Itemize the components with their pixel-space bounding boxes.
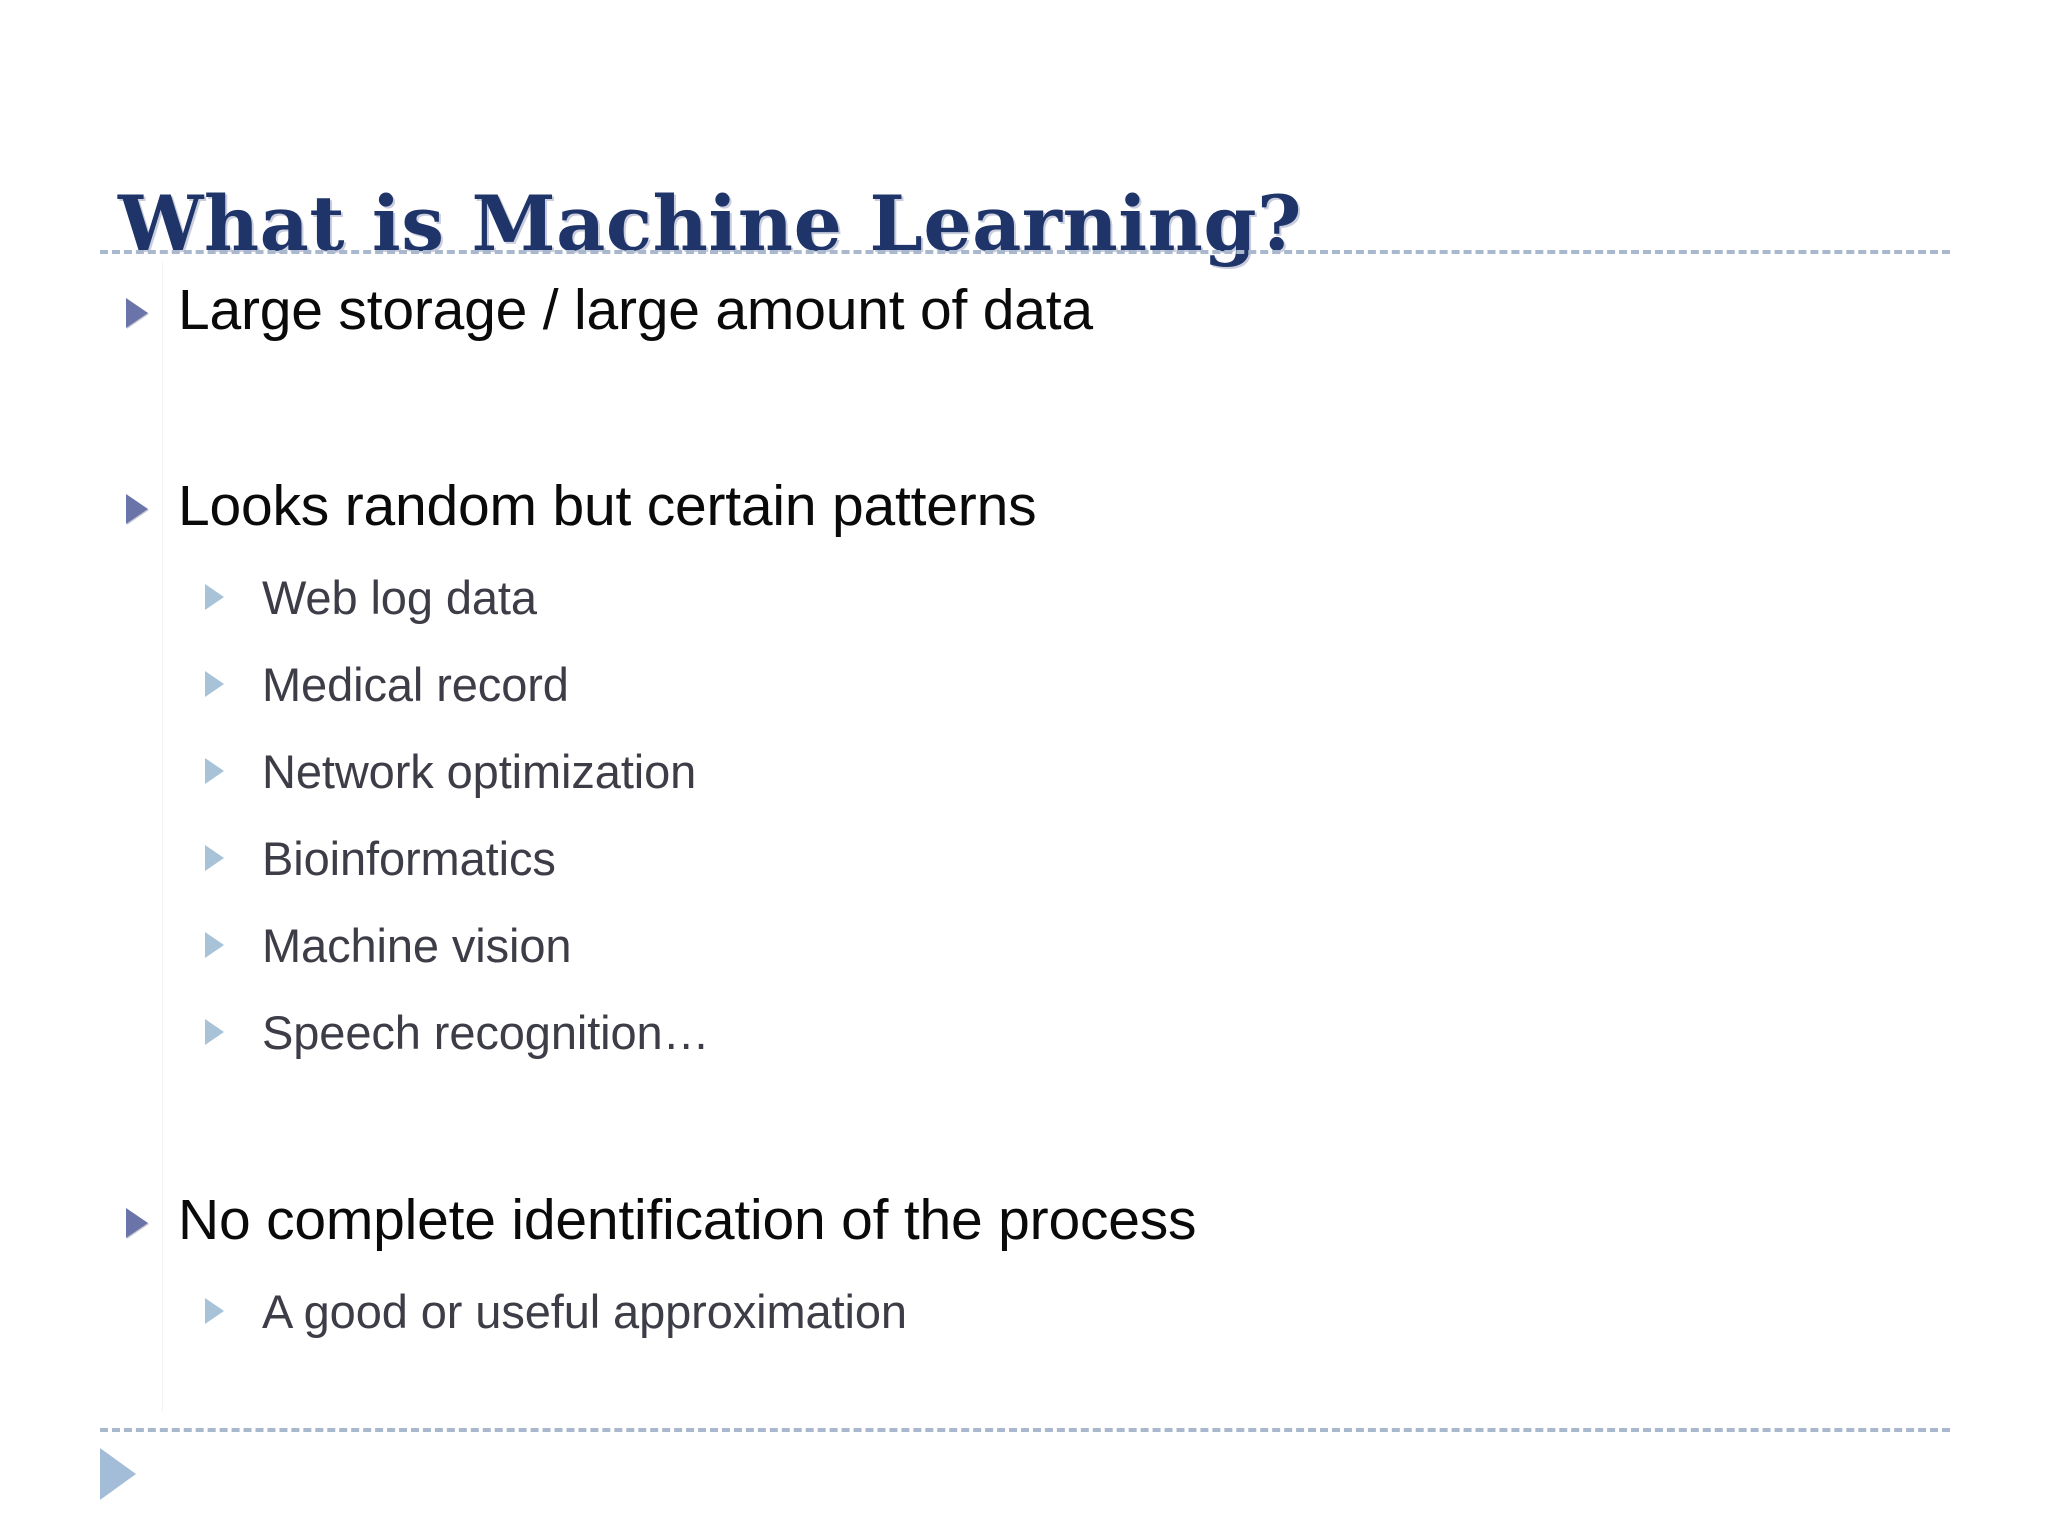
triangle-bullet-icon [126, 298, 148, 328]
bullet-label: Large storage / large amount of data [178, 278, 1093, 342]
spacer [100, 1076, 1970, 1172]
bullet-label: Web log data [262, 571, 537, 624]
bullet-level1[interactable]: Large storage / large amount of data [100, 262, 1970, 358]
footer-triangle-icon [100, 1448, 136, 1500]
triangle-bullet-icon [205, 1019, 224, 1045]
content-left-hairline [162, 262, 163, 1412]
triangle-bullet-icon [205, 932, 224, 958]
bullet-label: No complete identification of the proces… [178, 1188, 1197, 1252]
triangle-bullet-icon [205, 584, 224, 610]
slide-body: Large storage / large amount of data Loo… [100, 262, 1970, 1355]
bullet-level2[interactable]: Machine vision [100, 902, 1970, 989]
bullet-label: Network optimization [262, 745, 697, 798]
bullet-label: Speech recognition… [262, 1006, 710, 1059]
triangle-bullet-icon [205, 671, 224, 697]
bullet-label: Looks random but certain patterns [178, 474, 1037, 538]
bullet-level2[interactable]: Medical record [100, 641, 1970, 728]
bullet-level2[interactable]: Speech recognition… [100, 989, 1970, 1076]
triangle-bullet-icon [126, 1208, 148, 1238]
bullet-label: Medical record [262, 658, 569, 711]
triangle-bullet-icon [205, 758, 224, 784]
bullet-level2[interactable]: Bioinformatics [100, 815, 1970, 902]
spacer [100, 358, 1970, 458]
title-divider-dashed [100, 250, 1950, 254]
bullet-label: A good or useful approximation [262, 1285, 907, 1338]
bullet-label: Machine vision [262, 919, 572, 972]
bullet-level1[interactable]: Looks random but certain patterns [100, 458, 1970, 554]
bullet-label: Bioinformatics [262, 832, 556, 885]
footer-divider-dashed [100, 1428, 1950, 1432]
triangle-bullet-icon [205, 1298, 224, 1324]
triangle-bullet-icon [205, 845, 224, 871]
bullet-level2[interactable]: A good or useful approximation [100, 1268, 1970, 1355]
slide-title: What is Machine Learning? [118, 178, 1303, 268]
bullet-level1[interactable]: No complete identification of the proces… [100, 1172, 1970, 1268]
triangle-bullet-icon [126, 494, 148, 524]
bullet-level2[interactable]: Web log data [100, 554, 1970, 641]
bullet-level2[interactable]: Network optimization [100, 728, 1970, 815]
